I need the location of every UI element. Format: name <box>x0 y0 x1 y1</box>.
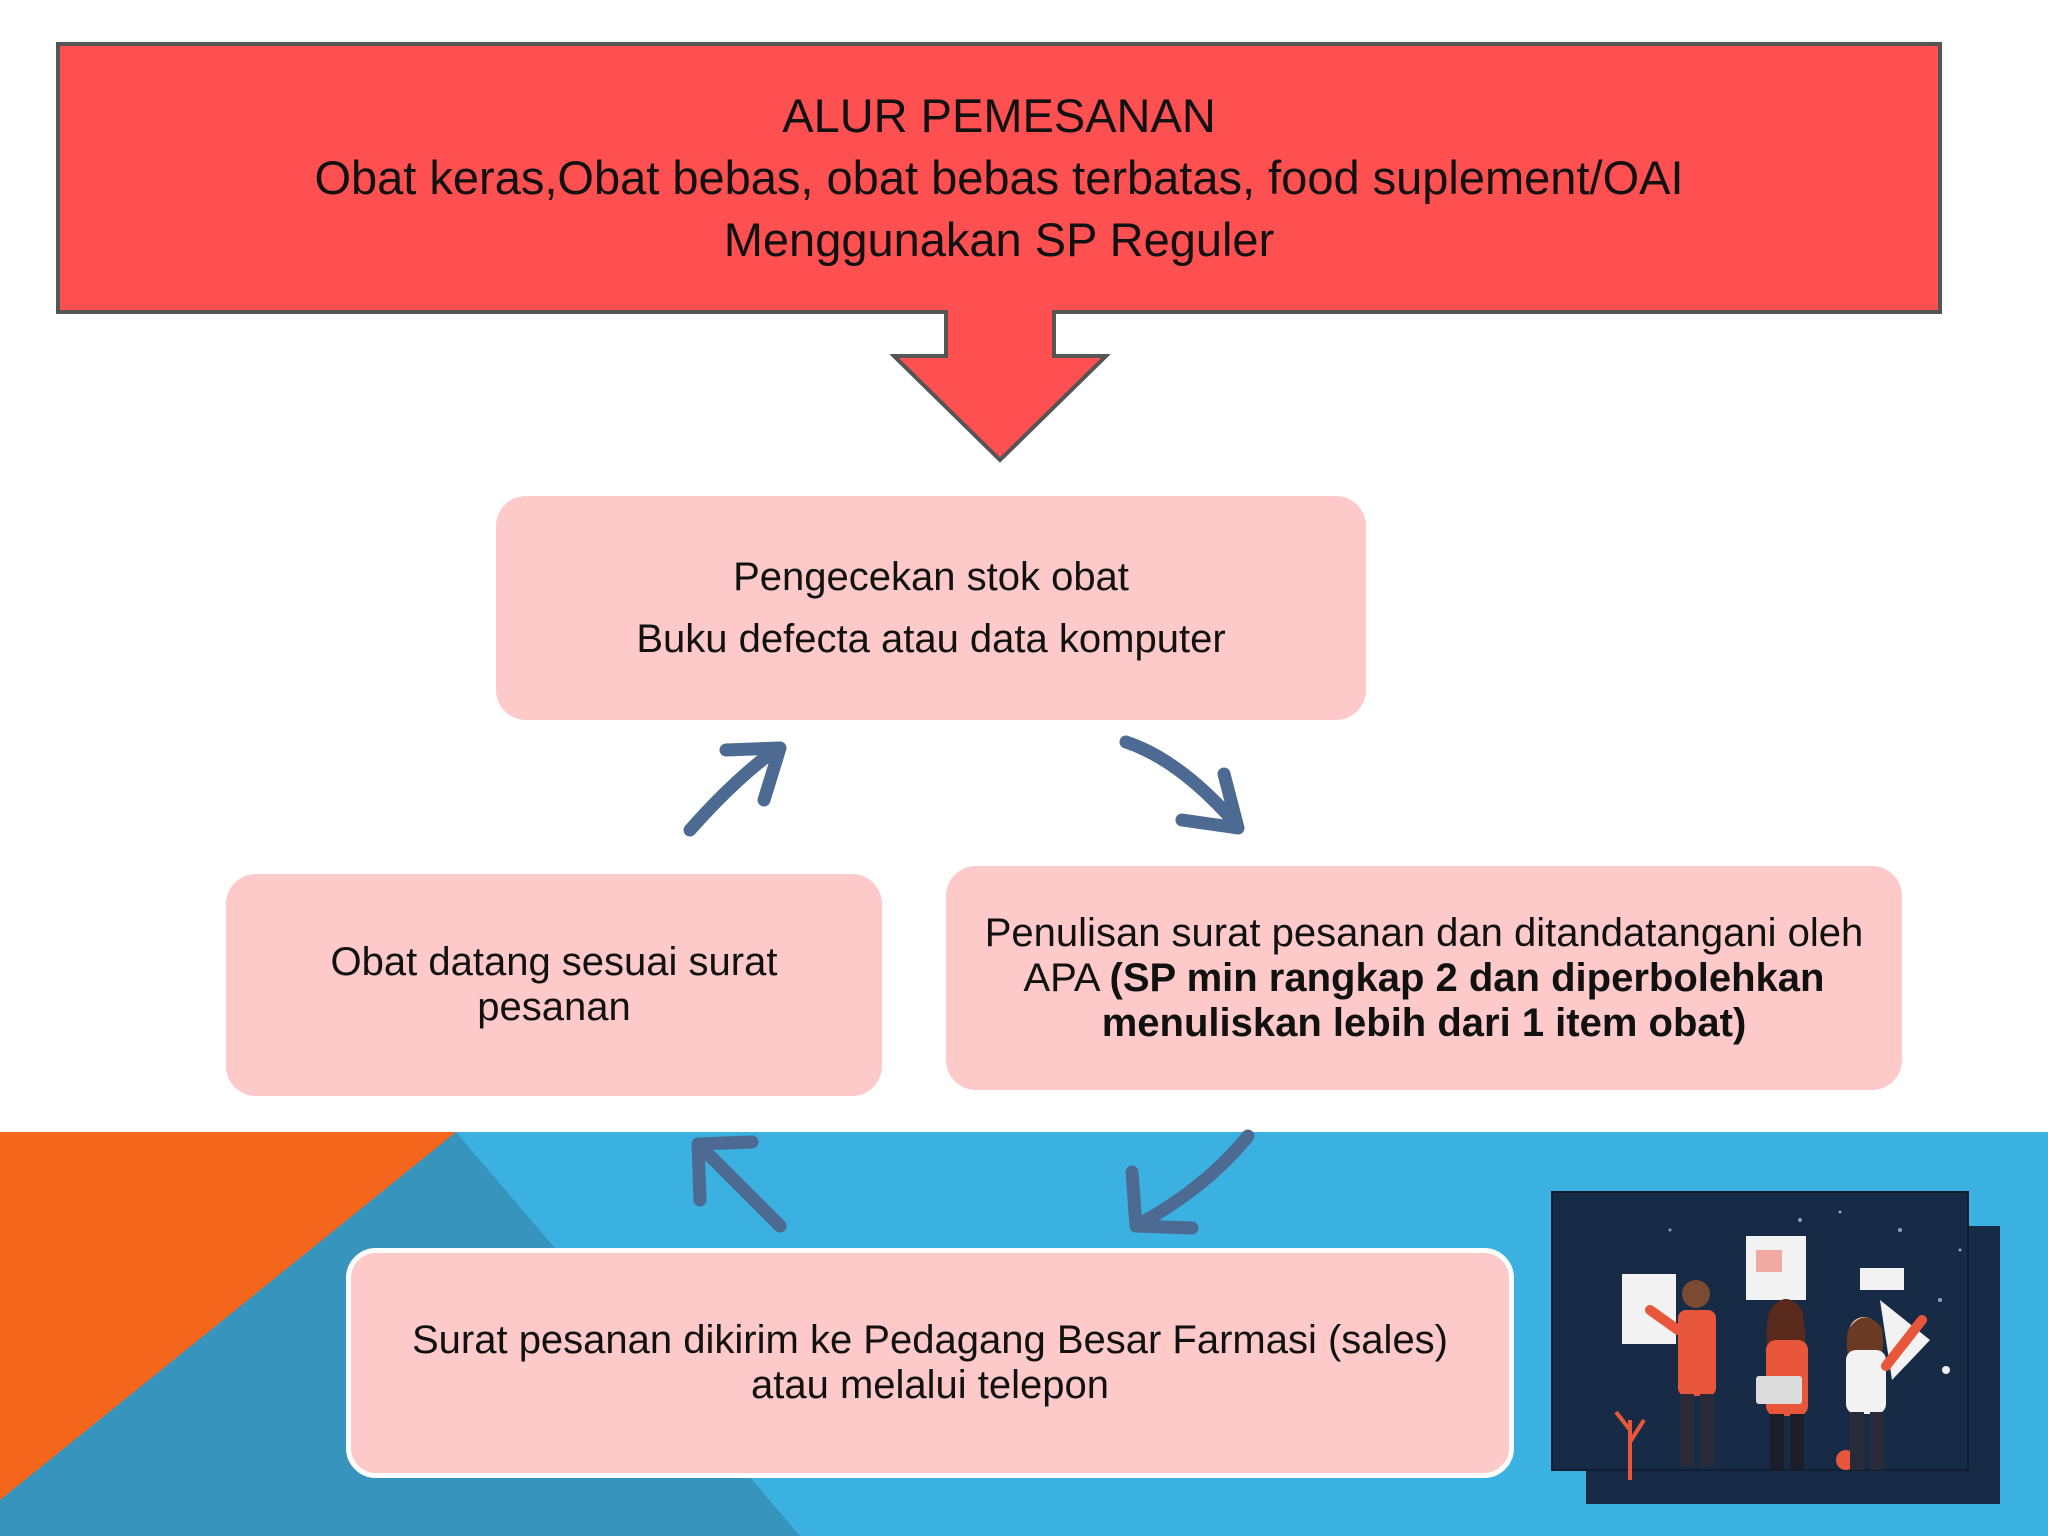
arrow-to-check-stock-icon <box>683 741 787 837</box>
step-write-order-main: Penulisan surat pesanan dan ditandatanga… <box>984 910 1864 1000</box>
step-write-order-note: (SP min rangkap 2 dan diperbolehkan menu… <box>1101 955 1825 1045</box>
step-receive-goods-text: Obat datang sesuai surat pesanan <box>330 940 778 1029</box>
down-arrow-icon <box>890 310 1110 463</box>
team-illustration <box>1551 1191 2000 1504</box>
step-send-order-text: Surat pesanan dikirim ke Pedagang Besar … <box>411 1318 1449 1407</box>
header-box: ALUR PEMESANAN Obat keras,Obat bebas, ob… <box>56 42 1942 314</box>
arrow-to-send-order-icon <box>1125 1129 1255 1235</box>
step-write-order-text: Penulisan surat pesanan dan ditandatanga… <box>976 911 1872 1046</box>
arrow-to-receive-goods-icon <box>691 1135 787 1233</box>
step-write-order: Penulisan surat pesanan dan ditandatanga… <box>946 866 1902 1090</box>
header-title: ALUR PEMESANAN <box>782 89 1216 142</box>
step-send-order: Surat pesanan dikirim ke Pedagang Besar … <box>346 1248 1514 1478</box>
header-subtitle: Obat keras,Obat bebas, obat bebas terbat… <box>314 151 1684 204</box>
step-check-stock-line1: Pengecekan stok obat <box>733 555 1129 599</box>
step-receive-goods: Obat datang sesuai surat pesanan <box>226 874 882 1096</box>
footer-band-orange <box>0 1132 456 1500</box>
step-check-stock: Pengecekan stok obat Buku defecta atau d… <box>496 496 1366 720</box>
arrow-to-write-order-icon <box>1119 735 1245 835</box>
header-method: Menggunakan SP Reguler <box>723 213 1275 266</box>
step-check-stock-line2: Buku defecta atau data komputer <box>636 617 1226 661</box>
